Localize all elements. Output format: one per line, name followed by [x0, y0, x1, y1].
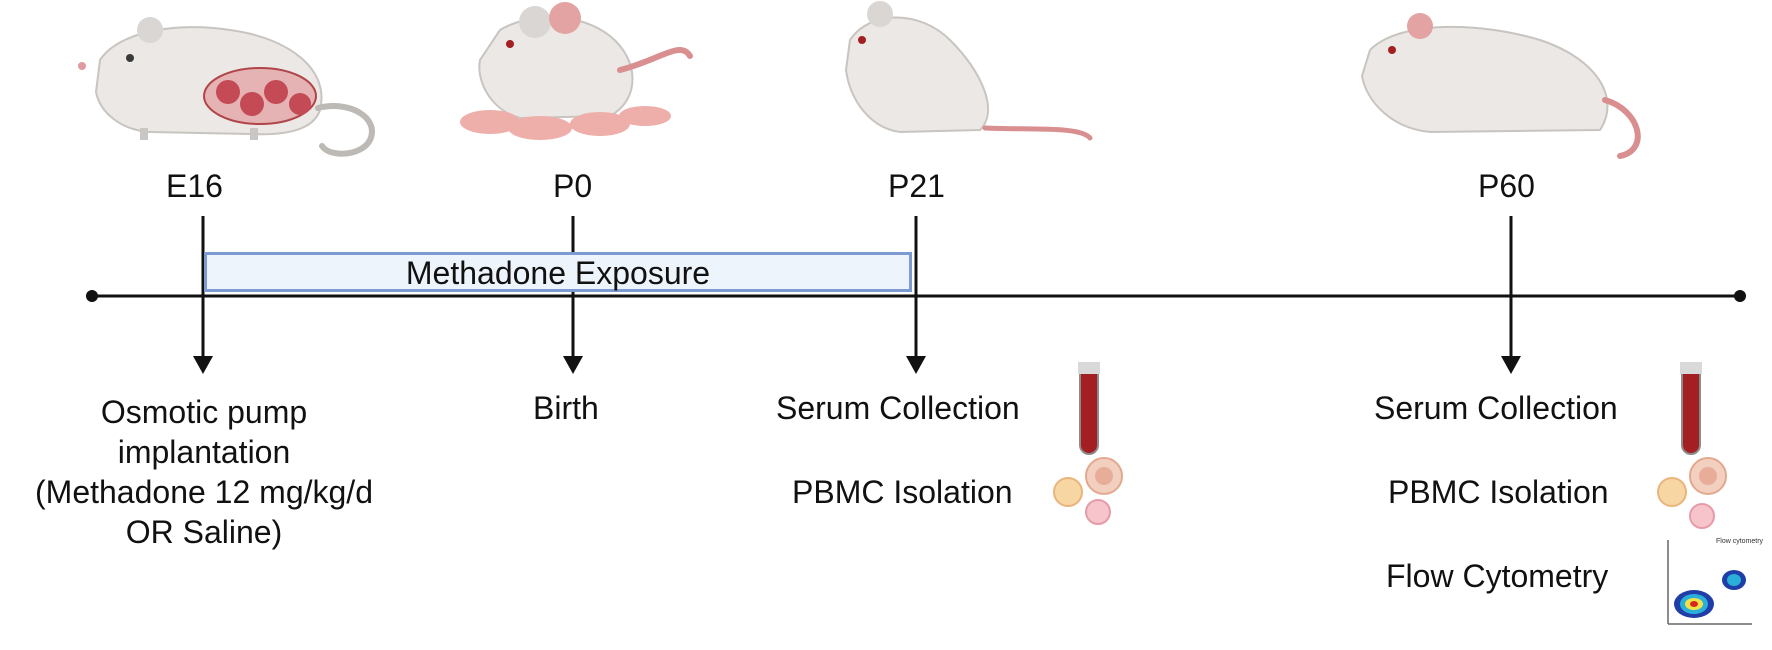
p21-serum-collection: Serum Collection	[776, 390, 1020, 426]
p60-flow-cytometry: Flow Cytometry	[1386, 558, 1609, 594]
mother-with-pups-icon	[460, 2, 693, 140]
p21-pbmc-isolation: PBMC Isolation	[792, 474, 1013, 510]
arrow-p21	[906, 296, 926, 374]
p60-pbmc-isolation: PBMC Isolation	[1388, 474, 1609, 510]
e16-event-line: OR Saline)	[125, 514, 283, 550]
blood-tube-icon	[1078, 362, 1100, 455]
pbmc-cells-icon	[1053, 457, 1123, 525]
e16-event-line: implantation	[117, 434, 291, 470]
methadone-exposure-bar: Methadone Exposure	[204, 252, 912, 292]
arrow-p60	[1501, 296, 1521, 374]
timepoint-label-p21: P21	[888, 168, 945, 204]
pregnant-mouse-icon	[78, 17, 375, 157]
p60-serum-collection: Serum Collection	[1374, 390, 1618, 426]
flow-cytometry-plot-icon	[1667, 540, 1752, 625]
p0-event-birth: Birth	[533, 390, 599, 426]
flow-plot-title: Flow cytometry	[1716, 538, 1764, 545]
timeline-start-dot	[86, 290, 98, 302]
timepoint-label-p60: P60	[1478, 168, 1535, 204]
e16-event-text: Osmotic pump implantation (Methadone 12 …	[0, 392, 408, 552]
pbmc-cells-icon	[1657, 457, 1727, 529]
timeline-end-dot	[1734, 290, 1746, 302]
timepoint-label-e16: E16	[166, 168, 223, 204]
e16-event-line: (Methadone 12 mg/kg/d	[35, 474, 373, 510]
timepoint-label-p0: P0	[553, 168, 593, 204]
arrow-e16	[193, 296, 213, 374]
weanling-mouse-icon	[844, 1, 1093, 141]
arrow-p0	[563, 296, 583, 374]
e16-event-line: Osmotic pump	[100, 394, 308, 430]
adult-mouse-icon	[1360, 13, 1641, 159]
blood-tube-icon	[1680, 362, 1702, 455]
